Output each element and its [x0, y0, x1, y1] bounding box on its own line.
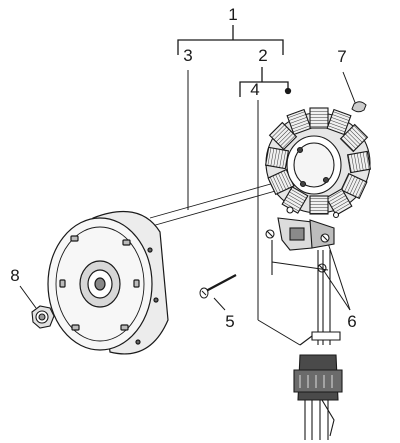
leader-6a — [323, 270, 351, 311]
label-1: 1 — [228, 5, 238, 24]
label-7: 7 — [337, 47, 347, 66]
pickup-bracket — [265, 206, 340, 273]
screw — [199, 274, 237, 299]
flywheel-rotor — [47, 211, 169, 355]
label-5: 5 — [225, 312, 235, 331]
stator — [264, 107, 372, 216]
leader-lines — [19, 70, 357, 346]
label-4: 4 — [250, 80, 260, 99]
label-3: 3 — [183, 46, 193, 65]
leader-4b — [257, 319, 301, 346]
leader-6b — [326, 239, 351, 311]
wiring-harness — [271, 240, 341, 346]
wiring-connector — [293, 354, 343, 440]
key — [351, 101, 367, 113]
group-bracket-2 — [239, 67, 292, 97]
label-2: 2 — [258, 46, 268, 65]
label-6: 6 — [347, 312, 357, 331]
nut — [31, 305, 55, 329]
label-8: 8 — [10, 266, 20, 285]
leader-7 — [342, 71, 357, 106]
leader-5 — [213, 297, 226, 311]
group-bracket-1 — [177, 25, 284, 55]
leader-8 — [19, 285, 37, 309]
